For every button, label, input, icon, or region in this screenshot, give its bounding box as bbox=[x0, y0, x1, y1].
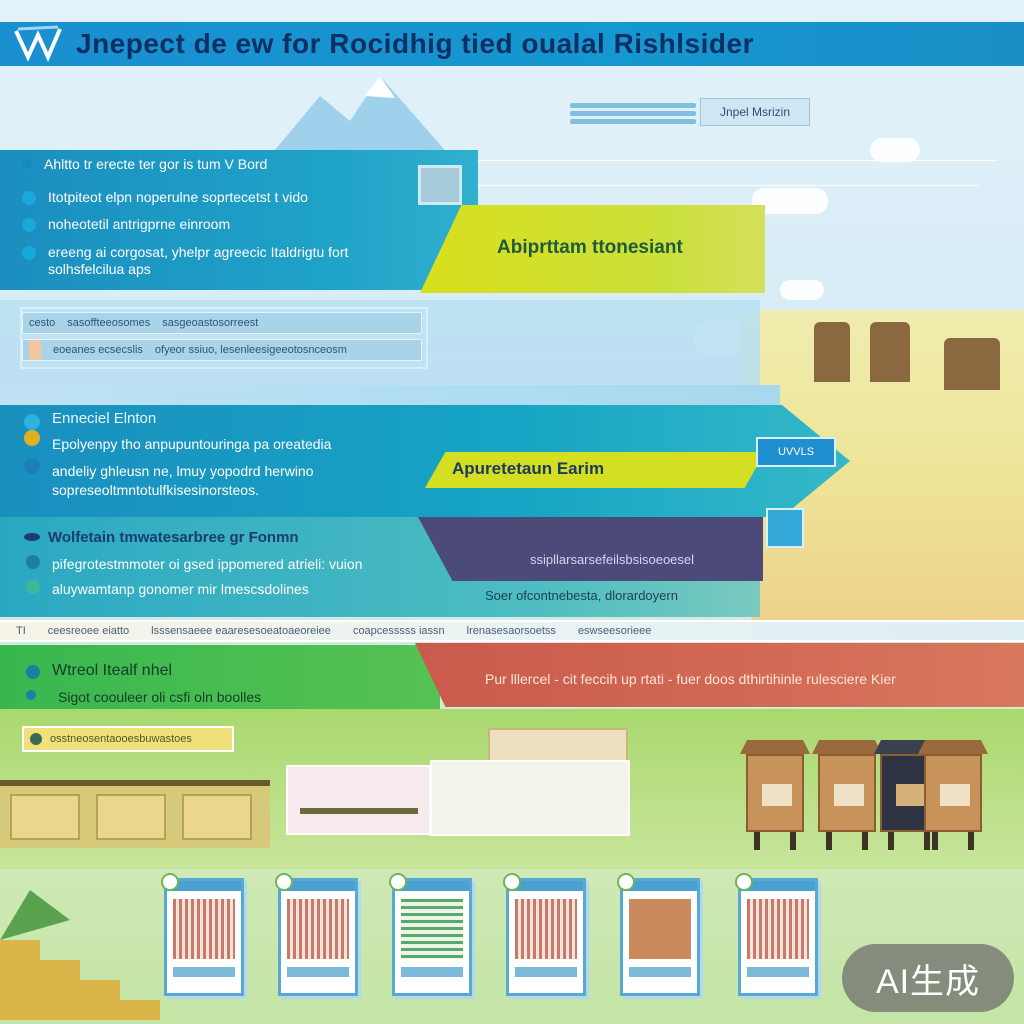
guide-line bbox=[478, 160, 998, 161]
top-right-lines bbox=[570, 100, 696, 128]
bullet-icon bbox=[22, 159, 32, 169]
globe-icon bbox=[24, 430, 40, 446]
document-card[interactable] bbox=[735, 873, 818, 996]
tab-item[interactable]: ceesreoee eiatto bbox=[47, 625, 130, 637]
page-title: Jnepect de ew for Rocidhig tied oualal R… bbox=[76, 28, 754, 59]
tab-item[interactable]: lrenasesaorsoetss bbox=[466, 625, 556, 637]
document-card[interactable] bbox=[503, 873, 586, 996]
badge-icon bbox=[389, 873, 407, 891]
ai-badge: AI生成 bbox=[842, 944, 1014, 1012]
guide-line bbox=[478, 185, 978, 186]
list-item: Itotpiteot elpn noperulne soprtecetst t … bbox=[22, 189, 402, 205]
list-item: andeliy ghleusn ne, lmuy yopodrd herwino bbox=[52, 463, 314, 479]
panel-4-heading: Wtreol Itealf nhel bbox=[52, 662, 173, 679]
mountain-illustration bbox=[270, 76, 450, 156]
purple-band-label: ssipllarsarsefeilsbsisoeoesel bbox=[530, 552, 695, 567]
yellow-banner bbox=[420, 205, 765, 293]
cloud-icon bbox=[780, 280, 824, 300]
kiosk-illustration bbox=[740, 740, 810, 850]
badge-icon bbox=[275, 873, 293, 891]
shelf-box bbox=[10, 794, 80, 840]
display-illustration bbox=[430, 760, 630, 836]
document-card[interactable] bbox=[275, 873, 358, 996]
info-panel-4 bbox=[0, 645, 440, 709]
bullet-icon bbox=[30, 733, 42, 745]
list-item: aluywamtanp gonomer mir lmescsdolines bbox=[52, 581, 309, 597]
header-bar bbox=[0, 22, 1024, 66]
bullet-icon bbox=[24, 533, 40, 541]
shelf-box bbox=[182, 794, 252, 840]
yellow-button[interactable]: osstneosentaooesbuwastoes bbox=[22, 726, 234, 752]
tab-item[interactable]: coapcesssss iassn bbox=[352, 625, 445, 637]
bullet-icon bbox=[26, 665, 40, 679]
panel-3-heading: Wolfetain tmwatesarbree gr Fonmn bbox=[48, 529, 299, 546]
purple-band bbox=[418, 517, 763, 581]
bullet-icon bbox=[26, 580, 40, 594]
list-item: ereeng ai corgosat, yhelpr agreecic Ital… bbox=[22, 244, 402, 278]
list-item: sopreseoltmntotulfkisesinorsteos. bbox=[52, 482, 259, 498]
yellow-banner-label: Abiprttam ttonesiant bbox=[497, 237, 683, 258]
bullet-icon bbox=[24, 414, 40, 430]
bullet-icon bbox=[26, 690, 36, 700]
input-row[interactable]: cesto sasoffteeosomes sasgeoastosorreest bbox=[22, 312, 422, 334]
red-band bbox=[415, 643, 1024, 707]
cloud-icon bbox=[870, 138, 920, 162]
bullet-icon bbox=[24, 458, 40, 474]
list-item: pifegrotestmmoter oi gsed ippomered atri… bbox=[52, 556, 363, 572]
tag-icon bbox=[29, 340, 41, 360]
bullet-icon bbox=[26, 555, 40, 569]
bullet-icon bbox=[22, 218, 36, 232]
logo-icon bbox=[14, 25, 62, 62]
divider bbox=[300, 808, 418, 814]
checkbox[interactable] bbox=[766, 508, 804, 548]
animal-icon bbox=[870, 322, 910, 382]
building-illustration bbox=[488, 728, 628, 764]
list-item: Epolyenpy tho anpupuntouringa pa oreated… bbox=[52, 436, 332, 452]
tab-item[interactable]: lsssensaeee eaaresesoeatoaeoreiee bbox=[151, 625, 331, 637]
input-row[interactable]: eoeanes ecsecslis ofyeor ssiuo, lesenlee… bbox=[22, 339, 422, 361]
table-icon bbox=[944, 338, 1000, 390]
red-band-label: Pur lllercel - cit feccih up rtati - fue… bbox=[485, 671, 896, 687]
shelf-illustration bbox=[0, 780, 270, 848]
animal-icon bbox=[814, 322, 850, 382]
panel-3-caption: Soer ofcontnebesta, dlorardoyern bbox=[485, 588, 678, 603]
divider-band bbox=[0, 385, 780, 405]
tab-item[interactable]: eswseesorieee bbox=[577, 625, 652, 637]
list-item: noheotetil antrigprne einroom bbox=[22, 216, 402, 232]
document-card[interactable] bbox=[161, 873, 244, 996]
badge-icon bbox=[503, 873, 521, 891]
bullet-icon bbox=[22, 191, 36, 205]
kiosk-illustration bbox=[812, 740, 882, 850]
panel-2-heading: Enneciel Elnton bbox=[52, 410, 157, 427]
document-card[interactable] bbox=[389, 873, 472, 996]
kiosk-illustration bbox=[918, 740, 988, 850]
tab-strip: TI ceesreoee eiatto lsssensaeee eaareses… bbox=[0, 620, 1024, 642]
yellow-tag-label: Apuretetaun Earim bbox=[452, 459, 605, 478]
small-blue-button[interactable]: UVVLS bbox=[756, 437, 836, 467]
badge-icon bbox=[161, 873, 179, 891]
stairs-illustration bbox=[0, 890, 160, 1020]
badge-icon bbox=[617, 873, 635, 891]
square-icon[interactable] bbox=[418, 165, 462, 205]
yellow-tag bbox=[425, 452, 765, 488]
list-item: Sigot coouleer oli csfi oln boolles bbox=[58, 689, 262, 705]
info-panel-1 bbox=[0, 150, 478, 290]
shelf-box bbox=[96, 794, 166, 840]
panel-1-heading: Ahltto tr erecte ter gor is tum V Bord bbox=[22, 156, 402, 172]
bullet-icon bbox=[22, 246, 36, 260]
tab-item[interactable]: TI bbox=[16, 625, 26, 637]
panel-illustration bbox=[286, 765, 431, 835]
document-card[interactable] bbox=[617, 873, 700, 996]
top-right-label: Jnpel Msrizin bbox=[700, 98, 810, 126]
badge-icon bbox=[735, 873, 753, 891]
